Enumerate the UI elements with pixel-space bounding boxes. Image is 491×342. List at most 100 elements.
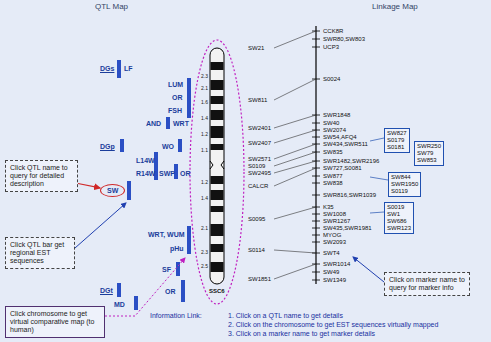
marker-name: SW727,S0081: [323, 165, 362, 171]
heading: QTL Map: [95, 3, 128, 11]
marker-leader: [274, 144, 316, 159]
info-text: Information Link:: [150, 312, 202, 319]
chromosome-name: SSC6: [209, 288, 225, 294]
qtl-name: DGt: [100, 287, 113, 294]
node-text: SW79: [417, 150, 441, 157]
marker-leader: [274, 115, 316, 128]
marker-box: SW844SWR1950S0119: [388, 172, 421, 197]
marker-name: SW435,SWR1981: [323, 225, 372, 231]
chromosome: [210, 48, 224, 284]
marker-name: SWR80,SW803: [323, 36, 365, 42]
qtl-bars: [117, 60, 191, 310]
tick: [312, 183, 320, 184]
qtl-circle: SW: [100, 184, 125, 197]
marker-name: S0109: [248, 163, 265, 169]
marker-name: SWR816,SWR1039: [323, 192, 376, 198]
marker-name: SW2401: [248, 125, 271, 131]
qtl-name: MD: [114, 301, 125, 308]
marker-leader: [274, 264, 316, 279]
node-text: SW853: [417, 157, 441, 164]
qtl-name: SF: [162, 266, 171, 273]
band-number: 2.5: [201, 264, 208, 269]
qtl-name: pHu: [170, 245, 184, 252]
band-number: 1.6: [201, 100, 208, 105]
marker-name: SW21: [248, 45, 264, 51]
node-text: SW827: [387, 130, 407, 137]
marker-name: SWR1267: [323, 218, 350, 224]
info-text: 1. Click on a QTL name to get details: [228, 312, 343, 319]
marker-name: SW54,AFQ4: [323, 134, 357, 140]
band-number: 1.4: [201, 116, 208, 121]
band-number: 1.4: [201, 196, 208, 201]
qtl-name: L14W: [136, 157, 155, 164]
chromosome-ellipse: [190, 40, 244, 304]
node-text: SWR123: [387, 225, 411, 232]
qtl-name: WRT: [173, 120, 189, 127]
band-number: 2.3: [201, 74, 208, 79]
marker-name: SW2495: [248, 170, 271, 176]
qtl-name: LUM: [168, 81, 183, 88]
tick: [312, 176, 320, 177]
marker-name: SW1008: [323, 211, 346, 217]
marker-box: SW827S0179S0181: [384, 128, 410, 153]
tick: [312, 214, 320, 215]
band-number: 2.1: [201, 226, 208, 231]
marker-name: SW2407: [248, 140, 271, 146]
callout-box: Click on marker name to query for marker…: [384, 272, 470, 296]
marker-name: SW49: [323, 269, 339, 275]
node-text: SWR250: [417, 143, 441, 150]
band-number: 2.3: [201, 250, 208, 255]
marker-name: S0095: [248, 216, 265, 222]
callout-arrow: [353, 257, 384, 282]
callout-box: Click QTL bar get regional EST sequences: [5, 237, 75, 269]
marker-leader: [274, 152, 316, 166]
tick: [312, 39, 320, 40]
callout-arrow: [75, 203, 126, 248]
callout-arrow: [105, 258, 185, 316]
marker-leader: [274, 250, 316, 253]
marker-name: SW1851: [248, 276, 271, 282]
marker-name: MYOG: [323, 232, 341, 238]
callout-box: Click QTL name to query for detailed des…: [5, 160, 78, 192]
linkage-ticks: [312, 31, 320, 280]
node-text: S0181: [387, 144, 407, 151]
marker-name: SW40: [323, 120, 339, 126]
connector: [78, 183, 100, 187]
node-text: SW844: [391, 174, 418, 181]
band-number: 1.2: [201, 132, 208, 137]
marker-leader: [274, 168, 316, 186]
band-number: 2.1: [201, 86, 208, 91]
info-text: 3. Click on a marker name to get marker …: [228, 330, 375, 337]
marker-name: SW434,SWR511: [323, 141, 368, 147]
node-text: Click QTL name to query for detailed des…: [10, 164, 73, 188]
qtl-name: AND: [146, 120, 161, 127]
marker-name: S0024: [323, 76, 340, 82]
tick: [312, 221, 320, 222]
marker-leader: [274, 161, 316, 173]
marker-name: UCP3: [323, 44, 339, 50]
qtl-name: SWP: [159, 170, 175, 177]
tick: [312, 123, 320, 124]
marker-name: SW1349: [323, 277, 346, 283]
marker-name: SWR1482,SWR2196: [323, 158, 379, 164]
band-number: 1.2: [201, 180, 208, 185]
node-text: Click chromosome to get virtual comparat…: [10, 310, 100, 334]
marker-name: SW2571: [248, 156, 271, 162]
tick: [312, 272, 320, 273]
node-text: S0179: [387, 137, 407, 144]
marker-name: SWR1848: [323, 112, 350, 118]
marker-box: SWR250SW79SW853: [414, 141, 444, 166]
qtl-name: LF: [124, 65, 133, 72]
marker-name: CALCR: [248, 183, 268, 189]
qtl-name: OR: [180, 170, 191, 177]
marker-leader: [274, 31, 316, 48]
marker-name: SWT4: [323, 250, 340, 256]
tick: [312, 47, 320, 48]
qtl-name: DGs: [100, 65, 114, 72]
node-text: SWR1950: [391, 181, 418, 188]
band-number: 1.1: [201, 148, 208, 153]
info-text: 2. Click on the chromosome to get EST se…: [228, 321, 438, 328]
node-text: Click on marker name to query for marker…: [389, 276, 465, 292]
node-text: S0119: [391, 188, 418, 195]
marker-name: SW835: [323, 149, 343, 155]
